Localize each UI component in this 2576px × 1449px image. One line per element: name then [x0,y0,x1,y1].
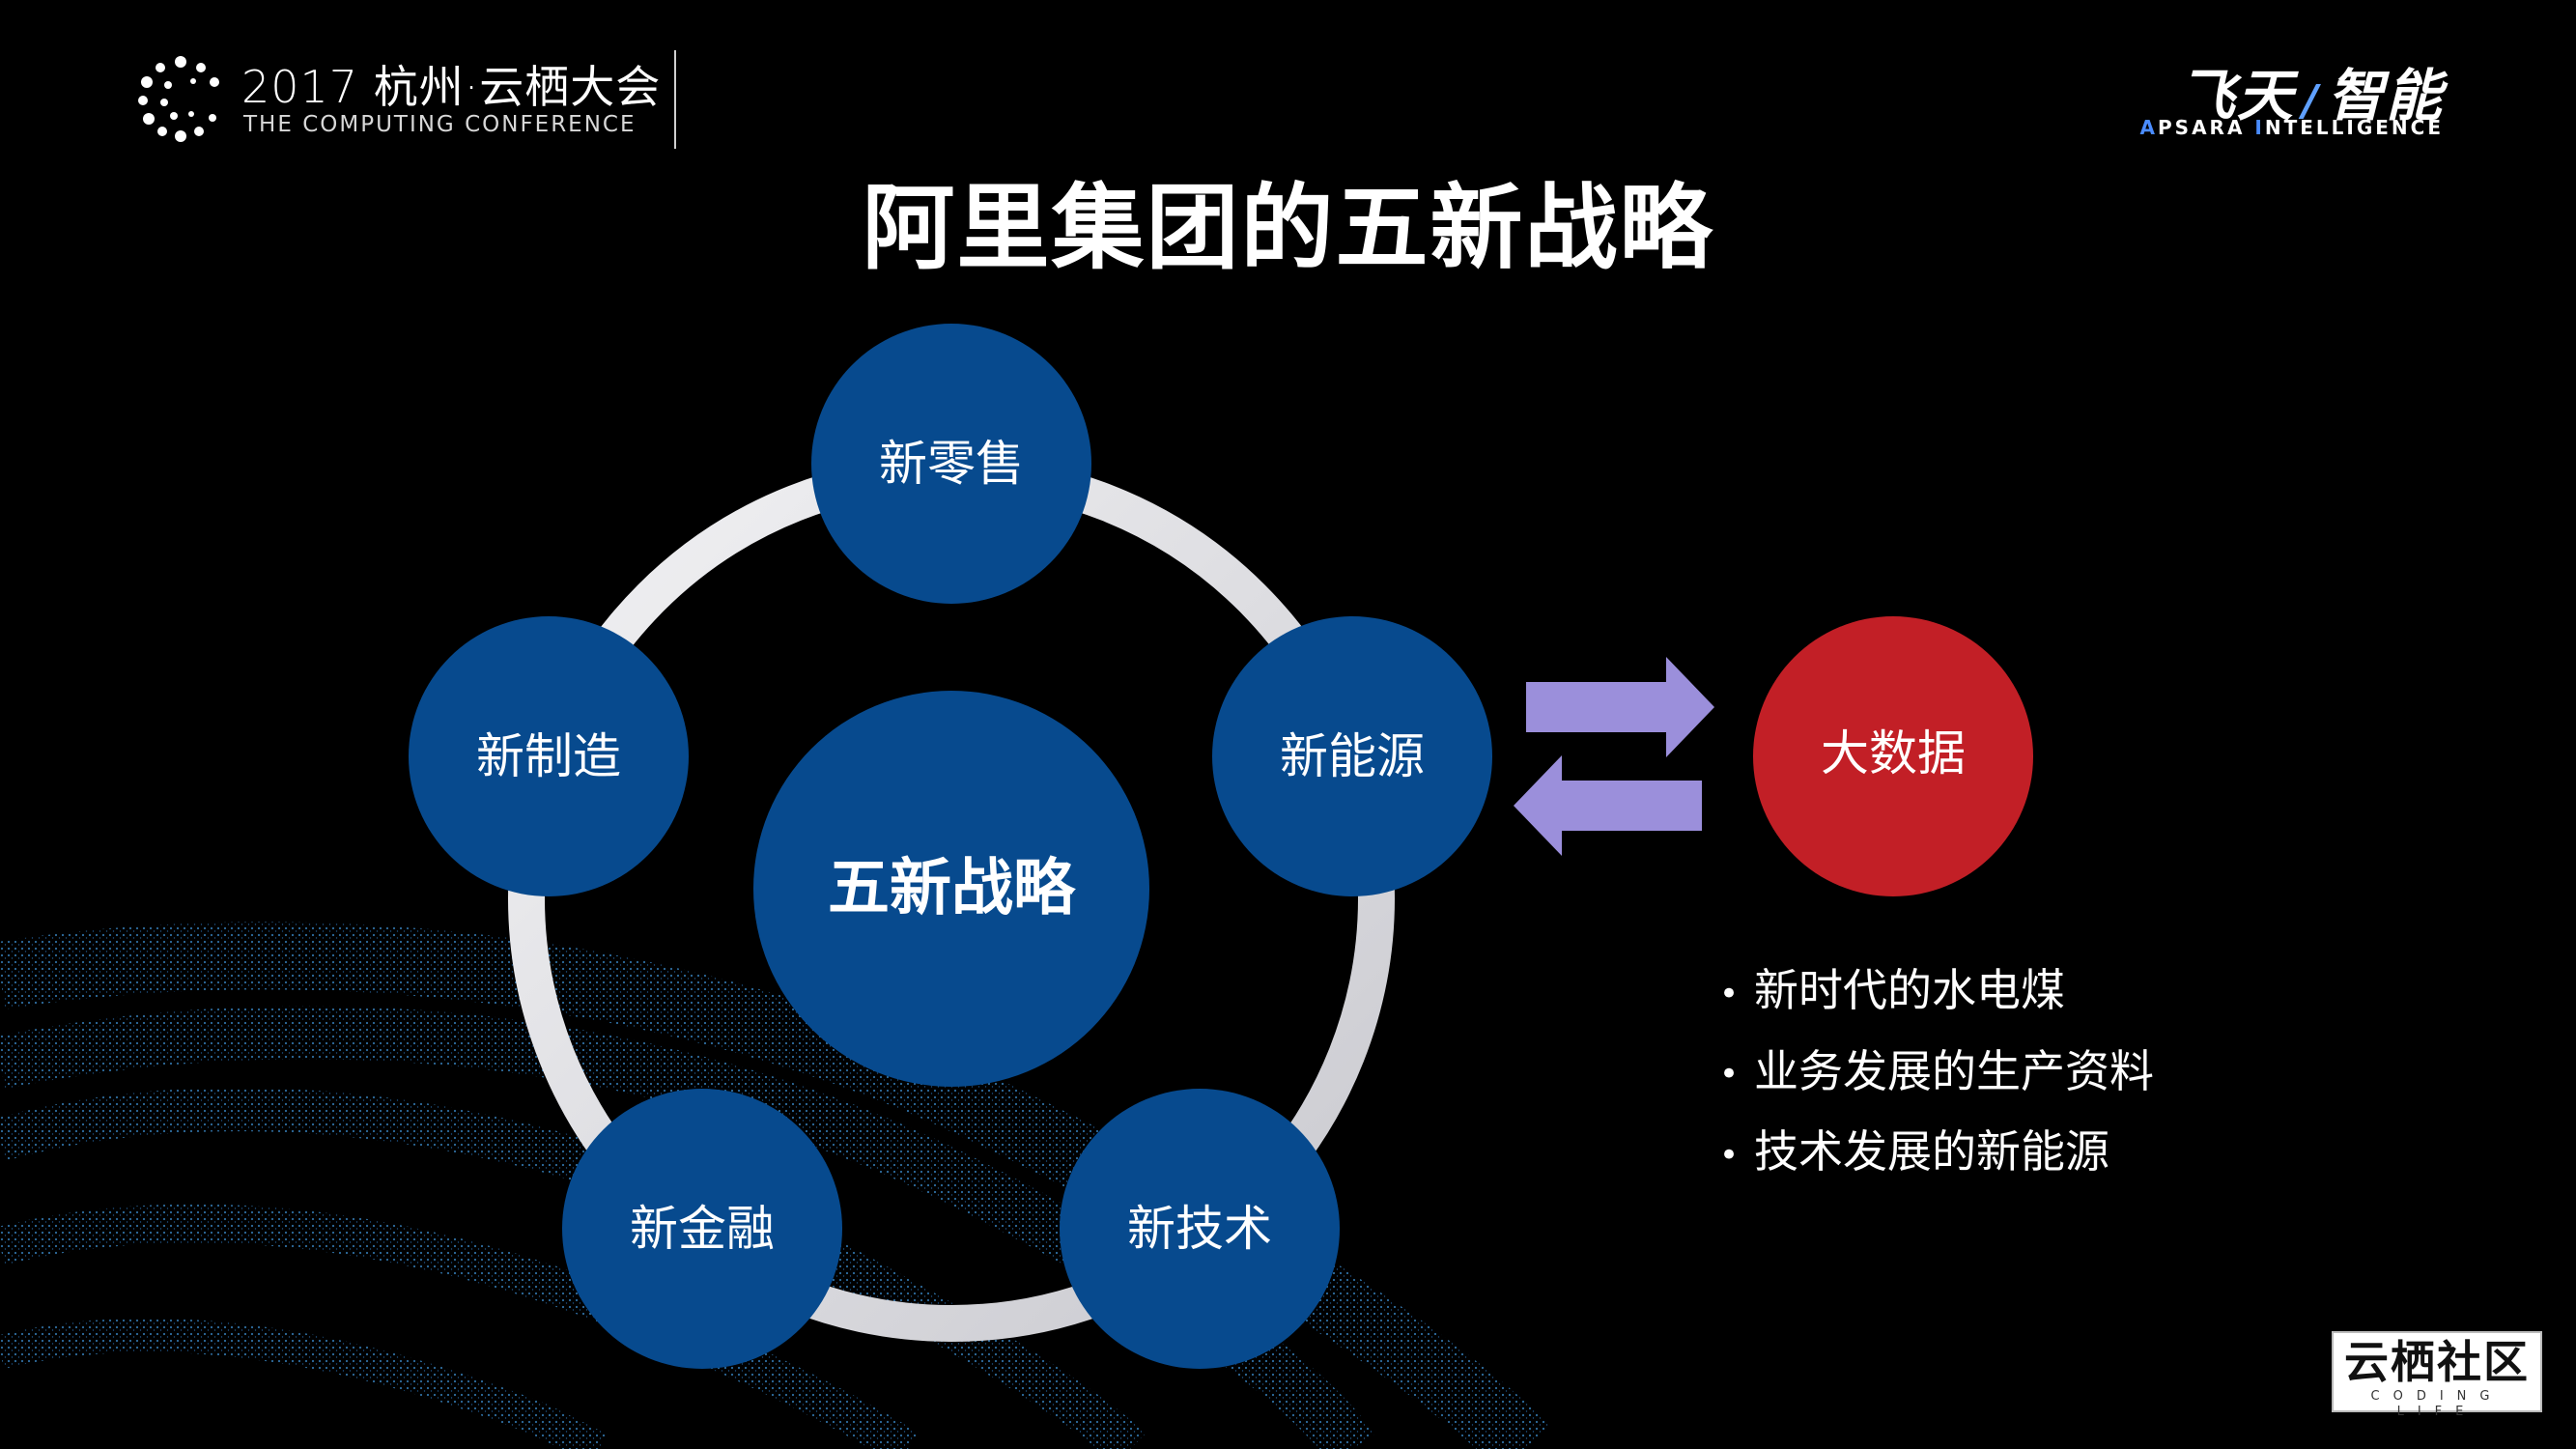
yunqi-community-logo: 云栖社区 CODING LIFE [2332,1331,2542,1419]
list-item: 新时代的水电煤 [1719,952,2154,1033]
arrow-left-icon [1514,755,1702,856]
center-circle [753,691,1149,1087]
bigdata-label: 大数据 [1821,725,1966,781]
brand-subtitle: APSARA INTELLIGENCE [2139,116,2444,139]
node-circle-energy [1212,616,1492,896]
bigdata-circle [1753,616,2033,896]
conference-title: 2017 杭州·云栖大会 [241,61,662,113]
node-label-manufacturing: 新制造 [476,728,621,784]
page-title: 阿里集团的五新战略 [862,174,1714,282]
list-item: 业务发展的生产资料 [1719,1033,2154,1114]
list-item: 技术发展的新能源 [1719,1113,2154,1194]
cloud-dots-icon [138,56,219,142]
node-label-technology: 新技术 [1127,1201,1272,1257]
bigdata-bullet-list: 新时代的水电煤 业务发展的生产资料 技术发展的新能源 [1719,952,2154,1194]
node-label-retail: 新零售 [879,436,1024,492]
node-circle-manufacturing [409,616,689,896]
brand-main: 飞天/智能 [2178,63,2444,128]
node-label-energy: 新能源 [1280,728,1425,784]
arrow-right-icon [1526,657,1714,757]
node-circle-finance [562,1089,842,1369]
conference-subtitle: THE COMPUTING CONFERENCE [243,112,637,137]
apsara-intelligence-logo: 飞天/智能 APSARA INTELLIGENCE [2140,50,2444,147]
header-divider [674,50,676,149]
conference-logo: 2017 杭州·云栖大会 THE COMPUTING CONFERENCE [135,48,695,155]
node-circle-technology [1060,1089,1340,1369]
node-label-finance: 新金融 [630,1201,775,1257]
center-label: 五新战略 [828,853,1075,924]
node-circle-retail [811,324,1091,604]
